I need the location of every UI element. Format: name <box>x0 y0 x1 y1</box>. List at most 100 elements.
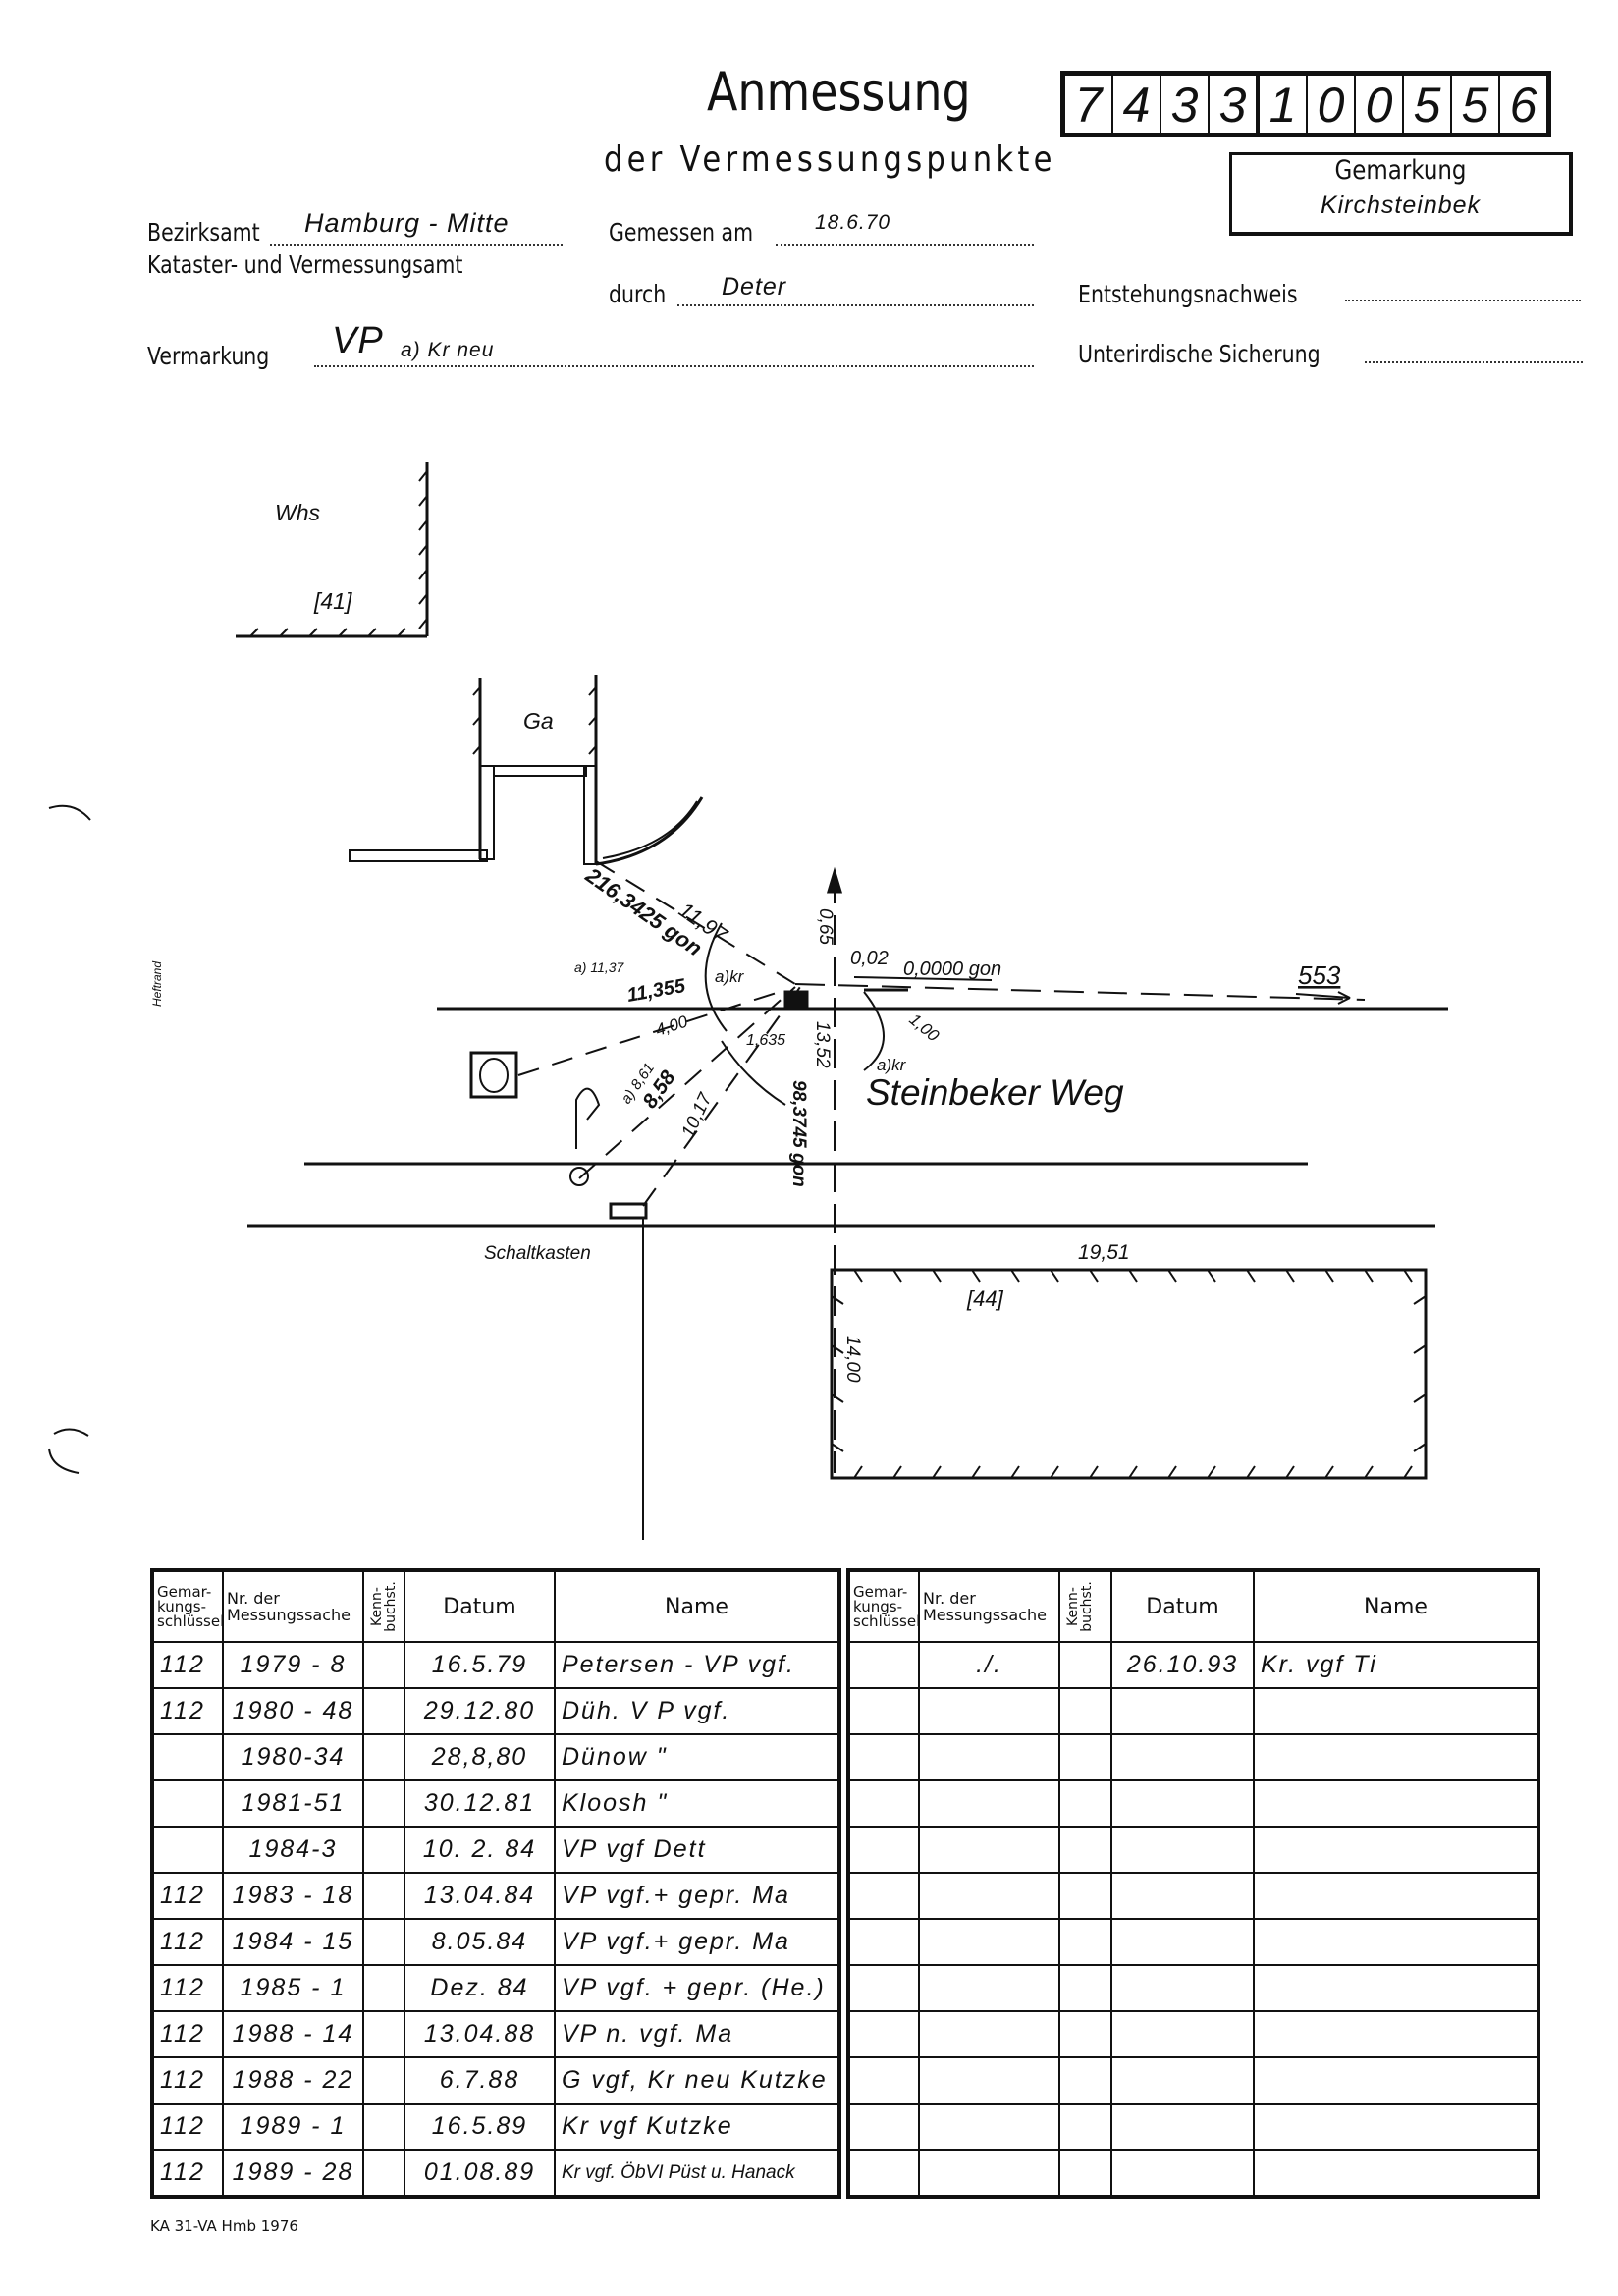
cell-datum <box>1110 1872 1255 1920</box>
cell-key: 112 <box>151 1964 224 2012</box>
number-digit: 3 <box>1210 76 1260 133</box>
cell-datum: 30.12.81 <box>404 1779 556 1828</box>
cell-datum: 13.04.84 <box>404 1872 556 1920</box>
cell-key <box>847 2149 920 2198</box>
cell-key <box>151 1733 224 1781</box>
vermarkung-value-main: VP <box>332 320 384 361</box>
label-distance: 11,355 <box>625 975 687 1007</box>
cell-key: 112 <box>151 1641 224 1689</box>
table-row <box>847 2056 1539 2105</box>
cell-datum <box>1110 2056 1255 2105</box>
cell-nr <box>918 1872 1060 1920</box>
header-gemarkungsschluessel: Gemar-kungs-schlüssel <box>151 1569 224 1643</box>
cell-datum: 13.04.88 <box>404 2010 556 2058</box>
cell-key <box>847 2056 920 2105</box>
cell-kb <box>1058 2010 1112 2058</box>
gemarkung-label: Gemarkung <box>1334 155 1467 186</box>
number-digit: 5 <box>1452 76 1500 133</box>
gemessen-line <box>776 244 1034 246</box>
cell-kb <box>362 2149 405 2198</box>
label-whs: Whs <box>275 500 321 525</box>
header-kennbuchst: Kenn-buchst. <box>1058 1569 1112 1643</box>
cell-key: 112 <box>151 1872 224 1920</box>
cell-datum: 16.5.79 <box>404 1641 556 1689</box>
cell-datum: Dez. 84 <box>404 1964 556 2012</box>
form-code: KA 31-VA Hmb 1976 <box>150 2217 298 2235</box>
cell-key <box>847 1964 920 2012</box>
kataster-label: Kataster- und Vermessungsamt <box>147 250 463 279</box>
page-title: Anmessung <box>707 61 971 123</box>
number-digit: 5 <box>1404 76 1452 133</box>
cell-datum <box>1110 1964 1255 2012</box>
vermarkung-label: Vermarkung <box>147 342 270 370</box>
cell-kb <box>362 1918 405 1966</box>
cell-nr <box>918 2010 1060 2058</box>
number-digit: 0 <box>1356 76 1404 133</box>
cell-datum <box>1110 2010 1255 2058</box>
label-marker: a)kr <box>877 1056 907 1074</box>
cell-kb <box>1058 1687 1112 1735</box>
cell-kb <box>1058 1872 1112 1920</box>
header-kennbuchst-text: Kenn-buchst. <box>369 1581 399 1632</box>
cell-name <box>1253 1918 1539 1966</box>
cell-nr: 1984 - 15 <box>222 1918 364 1966</box>
cell-kb <box>362 1733 405 1781</box>
header-datum: Datum <box>404 1569 556 1643</box>
cell-nr <box>918 1779 1060 1828</box>
cell-kb <box>1058 1918 1112 1966</box>
header-name: Name <box>554 1569 840 1643</box>
cell-key <box>847 1733 920 1781</box>
cell-datum: 8.05.84 <box>404 1918 556 1966</box>
cell-nr <box>918 1733 1060 1781</box>
cell-name: Kr vgf. ÖbVI Püst u. Hanack <box>554 2149 840 2198</box>
label-schaltkasten: Schaltkasten <box>484 1243 591 1264</box>
label-distance: 0,02 <box>850 948 889 969</box>
label-distance: 0,65 <box>815 908 836 945</box>
heftrand-label: Heftrand <box>150 961 164 1007</box>
cell-nr: 1983 - 18 <box>222 1872 364 1920</box>
arrow-north <box>826 866 843 894</box>
cell-name: Petersen - VP vgf. <box>554 1641 840 1689</box>
cell-key <box>847 1779 920 1828</box>
cell-key: 112 <box>151 2056 224 2105</box>
label-distance: 1,00 <box>905 1011 943 1046</box>
cell-name <box>1253 2056 1539 2105</box>
sight-line-garage <box>595 860 796 985</box>
entstehungsnachweis-line <box>1345 300 1581 301</box>
cell-name <box>1253 1872 1539 1920</box>
label-angle: 98,3745 gon <box>788 1080 809 1187</box>
cell-key <box>151 1779 224 1828</box>
cell-name <box>1253 1826 1539 1874</box>
cell-name <box>1253 1687 1539 1735</box>
table-row <box>847 2010 1539 2058</box>
bezirksamt-value: Hamburg - Mitte <box>304 208 510 238</box>
cell-nr: 1988 - 22 <box>222 2056 364 2105</box>
cell-kb <box>362 1826 405 1874</box>
cell-key <box>847 1641 920 1689</box>
cell-name: VP n. vgf. Ma <box>554 2010 840 2058</box>
cell-kb <box>1058 2056 1112 2105</box>
label-point-553: 553 <box>1298 960 1341 990</box>
cell-kb <box>1058 1964 1112 2012</box>
cell-key: 112 <box>151 2010 224 2058</box>
cell-datum <box>1110 2103 1255 2151</box>
cell-kb <box>362 2056 405 2105</box>
garage-outline <box>349 675 704 866</box>
sight-line-schaltkasten <box>642 986 801 1207</box>
number-digit: 3 <box>1161 76 1210 133</box>
table-row <box>847 1964 1539 2012</box>
cell-nr: 1989 - 1 <box>222 2103 364 2151</box>
cell-name <box>1253 2149 1539 2198</box>
number-digit: 0 <box>1308 76 1356 133</box>
table-row <box>847 2103 1539 2151</box>
cell-datum <box>1110 1779 1255 1828</box>
survey-point-marker <box>783 990 809 1010</box>
